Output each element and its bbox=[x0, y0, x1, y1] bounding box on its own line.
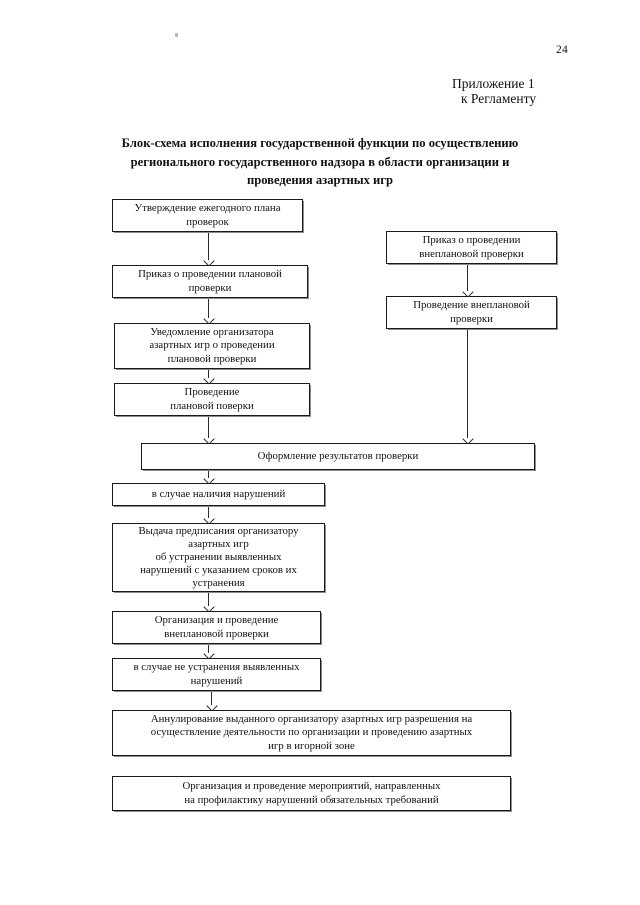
flow-node-label: Приказ о проведении плановой проверки bbox=[138, 268, 282, 294]
flow-node: Проведение внеплановой проверки bbox=[386, 296, 557, 329]
page-bottom-margin bbox=[0, 903, 640, 905]
flow-connector-n7-to-n8 bbox=[208, 644, 209, 653]
page-title-line-1: Блок-схема исполнения государственной фу… bbox=[121, 136, 519, 150]
flow-connector-n4-to-m1 bbox=[208, 416, 209, 438]
flow-connector-n3-to-n4 bbox=[208, 369, 209, 378]
flow-connector-r2-to-m1 bbox=[467, 329, 468, 438]
flow-node: Утверждение ежегодного плана проверок bbox=[112, 199, 303, 232]
flow-node-label: Оформление результатов проверки bbox=[257, 449, 419, 462]
flow-connector-n5-to-n6 bbox=[208, 506, 209, 518]
flow-node-label: Приказ о проведении внеплановой проверки bbox=[419, 234, 524, 260]
flow-node-label: Утверждение ежегодного плана проверок bbox=[134, 202, 281, 228]
page-title: Блок-схема исполнения государственной фу… bbox=[85, 134, 555, 190]
flow-node-label: в случае наличия нарушений bbox=[151, 487, 286, 500]
flow-connector-r1-to-r2 bbox=[467, 264, 468, 291]
flow-node-label: Уведомление организатора азартных игр о … bbox=[149, 326, 275, 365]
flow-node-label: Проведение внеплановой проверки bbox=[413, 299, 530, 325]
flow-connector-m1-to-n5 bbox=[208, 470, 209, 478]
appendix-subtitle: к Регламенту bbox=[461, 91, 537, 106]
flow-node: Организация и проведение внеплановой про… bbox=[112, 611, 321, 644]
flow-node: Приказ о проведении внеплановой проверки bbox=[386, 231, 557, 264]
flow-node-label: Проведение плановой поверки bbox=[170, 386, 254, 412]
flow-connector-n2-to-n3 bbox=[208, 298, 209, 318]
page-title-line-2: регионального государственного надзора в… bbox=[130, 154, 510, 169]
flow-node: Оформление результатов проверки bbox=[141, 443, 535, 470]
flow-node: Организация и проведение мероприятий, на… bbox=[112, 776, 511, 811]
flow-node: Аннулирование выданного организатору аза… bbox=[112, 710, 511, 756]
flow-node-label: Аннулирование выданного организатору аза… bbox=[150, 713, 473, 752]
flow-node: в случае не устранения выявленных наруше… bbox=[112, 658, 321, 691]
appendix-reference: Приложение 1 к Регламенту bbox=[452, 76, 536, 106]
flow-connector-n6-to-n7 bbox=[208, 592, 209, 606]
flow-node: Проведение плановой поверки bbox=[114, 383, 310, 416]
flow-node: Приказ о проведении плановой проверки bbox=[112, 265, 308, 298]
flow-connector-n1-to-n2 bbox=[208, 232, 209, 260]
flow-node: Выдача предписания организатору азартных… bbox=[112, 523, 325, 592]
flow-node: в случае наличия нарушений bbox=[112, 483, 325, 506]
page-number: 24 bbox=[556, 44, 568, 56]
appendix-title: Приложение 1 bbox=[452, 76, 535, 91]
flow-node-label: Выдача предписания организатору азартных… bbox=[138, 524, 299, 590]
flow-node-label: Организация и проведение мероприятий, на… bbox=[182, 780, 441, 806]
scan-artifact-speck bbox=[175, 33, 178, 37]
flow-connector-n8-to-b1 bbox=[211, 691, 212, 705]
page-left-margin bbox=[0, 0, 2, 905]
page-title-line-3: проведения азартных игр bbox=[246, 173, 394, 187]
flow-node-label: в случае не устранения выявленных наруше… bbox=[133, 661, 300, 687]
flow-node: Уведомление организатора азартных игр о … bbox=[114, 323, 310, 369]
flow-node-label: Организация и проведение внеплановой про… bbox=[154, 614, 279, 640]
